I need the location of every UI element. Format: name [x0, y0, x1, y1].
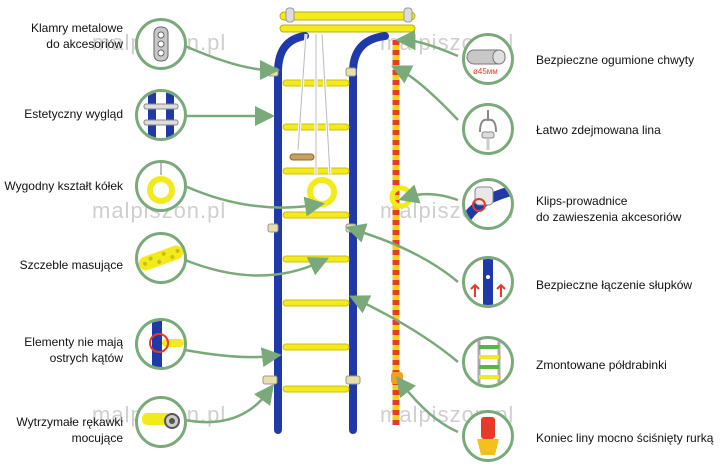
feature-icon [462, 256, 514, 308]
feature-label: Łatwo zdejmowana lina [536, 123, 661, 137]
feature-label: Estetyczny wygląd [24, 107, 123, 121]
feature-label: Szczeble masujące [19, 258, 123, 272]
feature-icon [135, 396, 187, 448]
top-bar [279, 11, 416, 21]
feature-icon [135, 318, 187, 370]
pipe-joint-icon [143, 92, 179, 138]
top-bar [279, 24, 416, 33]
half-ladder-icon [477, 339, 501, 385]
feature-icon [462, 103, 514, 155]
massage-rung-icon [138, 245, 184, 271]
feature-icon [462, 336, 514, 388]
post-connection-icon [470, 259, 506, 305]
top-bar-cap [403, 7, 413, 23]
trapeze-bar [289, 153, 315, 161]
feature-label: Zmontowane półdrabinki [536, 358, 667, 372]
feature-icon [135, 232, 187, 284]
feature-label: Wygodny kształt kółek [4, 179, 123, 193]
feature-label: Bezpieczne łączenie słupków [536, 278, 693, 292]
feature-icon [135, 160, 187, 212]
gym-ring-icon [147, 163, 175, 204]
guide-clip-icon [465, 186, 511, 224]
feature-icon: ø45мм [462, 33, 514, 85]
feature-icon [135, 89, 187, 141]
rope-end-icon [477, 417, 499, 455]
rubber-grip-icon [466, 49, 506, 65]
feature-icon [135, 18, 187, 70]
feature-label: Bezpieczne ogumione chwyty [536, 53, 695, 67]
diameter-badge: ø45мм [473, 67, 498, 76]
feature-label: Koniec liny mocno ściśnięty rurką [536, 431, 714, 445]
rope-hook-icon [479, 110, 497, 150]
feature-icon [462, 178, 514, 230]
rounded-corner-icon [149, 321, 184, 367]
feature-icon [462, 410, 514, 462]
metal-clamp-icon [153, 26, 169, 62]
top-bar-cap [285, 7, 295, 23]
mounting-sleeve-icon [142, 413, 180, 429]
